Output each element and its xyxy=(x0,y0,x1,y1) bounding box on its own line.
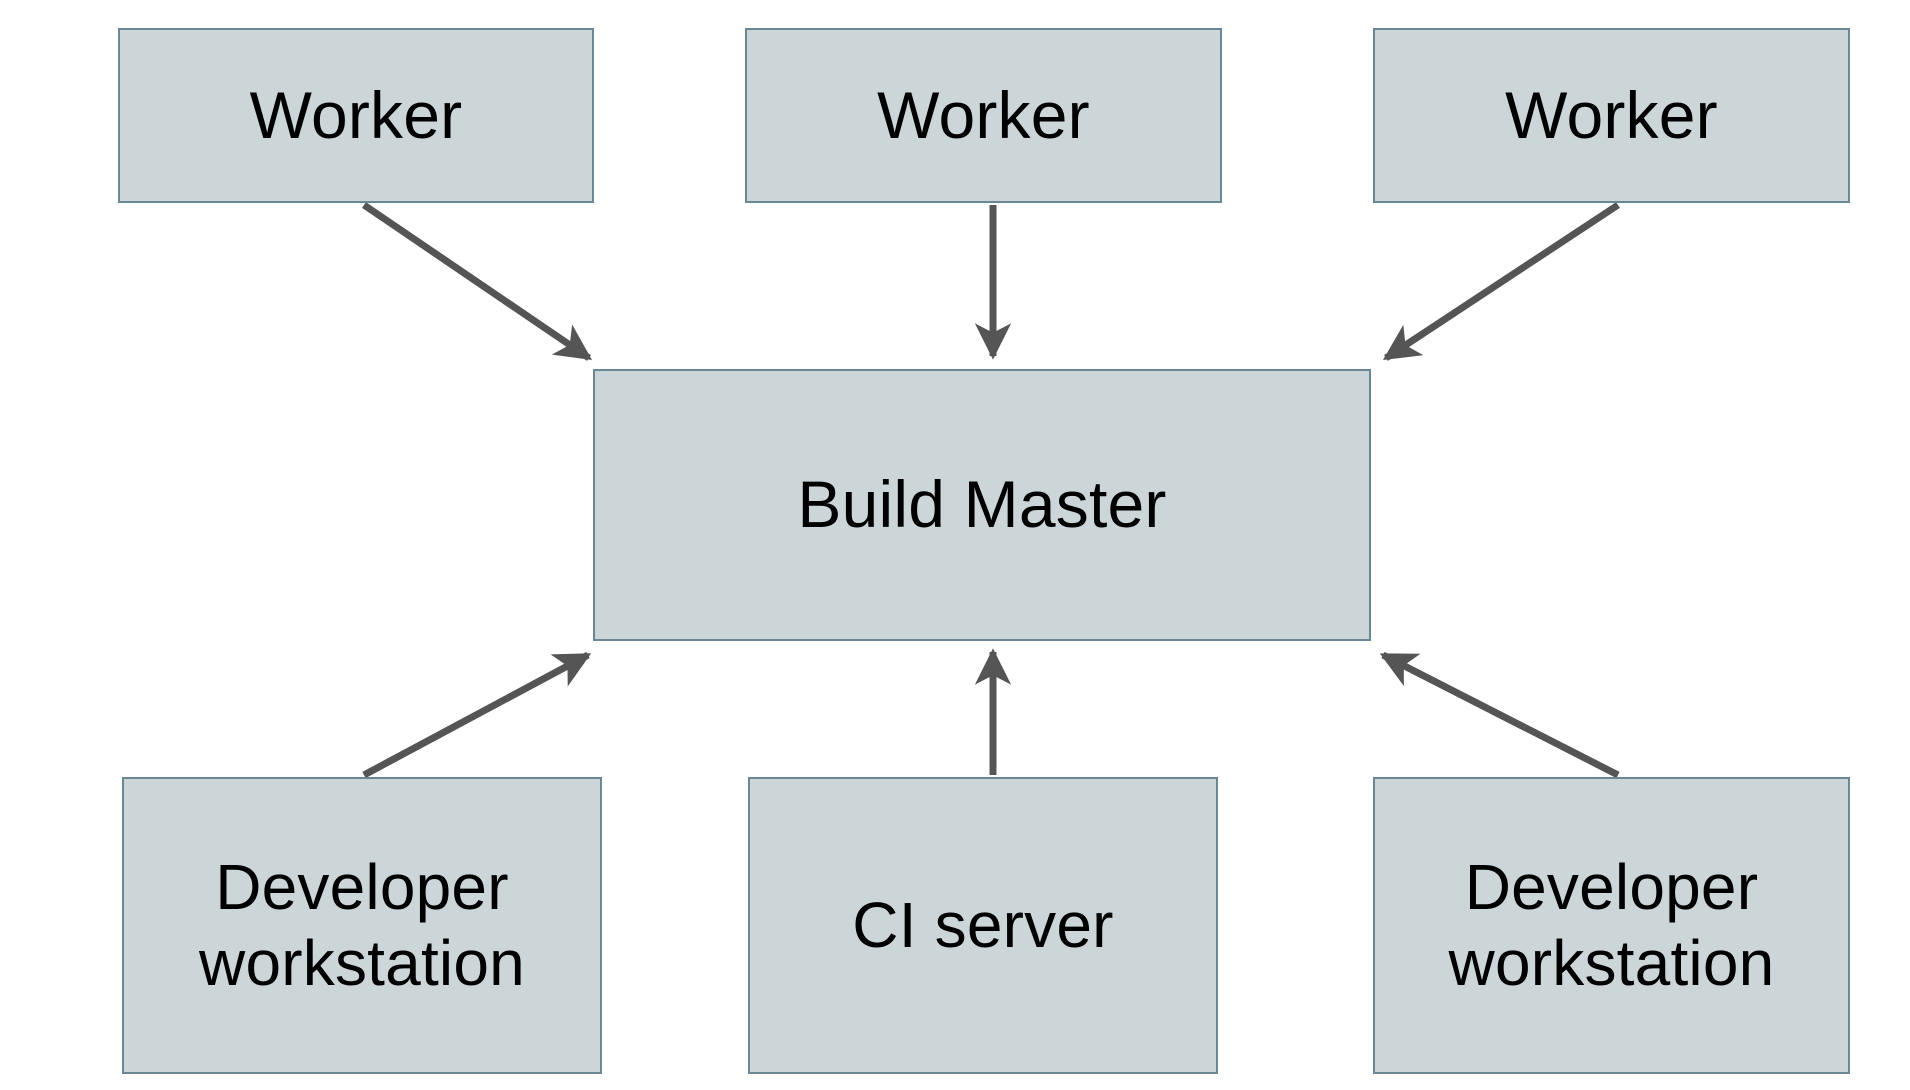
node-dev-workstation-1-label: Developer workstation xyxy=(199,850,525,999)
edge-dev-workstation-2-to-build-master xyxy=(1379,651,1620,779)
node-worker-3[interactable]: Worker xyxy=(1373,28,1850,203)
node-ci-server-label: CI server xyxy=(852,888,1114,961)
node-worker-1-label: Worker xyxy=(249,77,463,152)
node-dev-workstation-2[interactable]: Developer workstation xyxy=(1373,777,1850,1074)
edge-dev-workstation-1-to-build-master xyxy=(362,651,592,779)
node-build-master[interactable]: Build Master xyxy=(593,369,1371,641)
node-build-master-label: Build Master xyxy=(797,467,1167,542)
node-worker-3-label: Worker xyxy=(1505,77,1718,152)
node-ci-server[interactable]: CI server xyxy=(748,777,1218,1074)
node-worker-2-label: Worker xyxy=(877,77,1090,152)
edge-worker-1-to-build-master xyxy=(362,202,593,361)
node-worker-2[interactable]: Worker xyxy=(745,28,1222,203)
node-dev-workstation-1[interactable]: Developer workstation xyxy=(122,777,602,1074)
edge-worker-3-to-build-master xyxy=(1382,202,1620,361)
node-worker-1[interactable]: Worker xyxy=(118,28,594,203)
node-dev-workstation-2-label: Developer workstation xyxy=(1448,850,1775,999)
